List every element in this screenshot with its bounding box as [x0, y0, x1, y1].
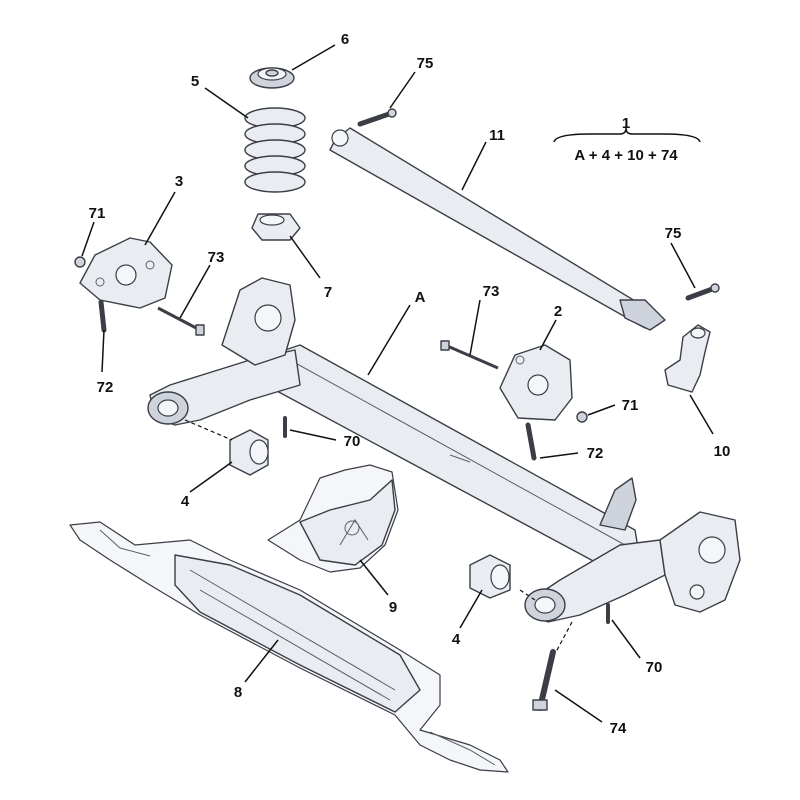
part-10-link-bracket	[664, 324, 711, 393]
nut-71-right	[576, 411, 588, 423]
leader-lines	[81, 44, 714, 723]
label-part-11: 11	[489, 127, 505, 144]
part-6-spring-upper-seat	[249, 67, 295, 89]
part-5-coil-spring	[244, 107, 306, 193]
bolt-73-right	[440, 340, 499, 370]
label-part-71-right: 71	[622, 397, 639, 414]
part-labels: 6 5 75 11 3 71 73 7 A 75 73 2 72 71 72 1…	[89, 31, 731, 737]
label-part-5: 5	[191, 73, 199, 90]
part-11-panhard-rod	[329, 127, 666, 331]
label-part-72-right: 72	[587, 445, 604, 462]
formula-number: 1	[622, 115, 630, 132]
bolt-75-right	[685, 283, 720, 301]
nut-71-left	[74, 256, 86, 268]
label-part-9: 9	[389, 599, 397, 616]
label-part-8: 8	[234, 684, 242, 701]
alignment-dash-bolt-74	[555, 621, 573, 653]
formula-expression: A + 4 + 10 + 74	[574, 147, 678, 164]
bolt-74	[532, 649, 556, 711]
part-A-rear-axle-beam	[147, 277, 741, 623]
bolt-73-left	[157, 306, 205, 336]
label-part-10: 10	[714, 443, 731, 460]
label-part-70-right: 70	[646, 659, 663, 676]
alignment-dash-left	[184, 419, 233, 441]
label-part-75-right: 75	[665, 225, 682, 242]
label-part-3: 3	[175, 173, 183, 190]
assembly-formula: 1 A + 4 + 10 + 74	[553, 115, 701, 164]
part-4-bushing-left	[229, 429, 269, 476]
bolt-75-upper	[357, 108, 397, 127]
label-part-71-left: 71	[89, 205, 106, 222]
part-3-bracket-left	[79, 237, 173, 309]
label-part-70-left: 70	[344, 433, 361, 450]
label-part-75-upper: 75	[417, 55, 434, 72]
label-part-4-right: 4	[452, 631, 461, 648]
part-7-spring-lower-seat	[251, 213, 301, 241]
label-part-73-left: 73	[208, 249, 225, 266]
label-part-A: A	[415, 289, 426, 306]
alignment-dash-right	[519, 589, 536, 601]
part-9-shield-bracket	[267, 464, 399, 573]
label-part-72-left: 72	[97, 379, 114, 396]
label-part-7: 7	[324, 284, 332, 301]
bolt-72-right	[525, 422, 537, 461]
formula-brace	[553, 127, 701, 143]
part-2-bracket-right	[499, 344, 573, 421]
label-part-73-right: 73	[483, 283, 500, 300]
part-4-bushing-right	[469, 554, 511, 599]
label-part-74: 74	[610, 720, 627, 737]
bolt-72-left	[98, 299, 107, 333]
label-part-2: 2	[554, 303, 562, 320]
label-part-4-left: 4	[181, 493, 190, 510]
part-8-heat-shield	[69, 521, 509, 773]
label-part-6: 6	[341, 31, 349, 48]
